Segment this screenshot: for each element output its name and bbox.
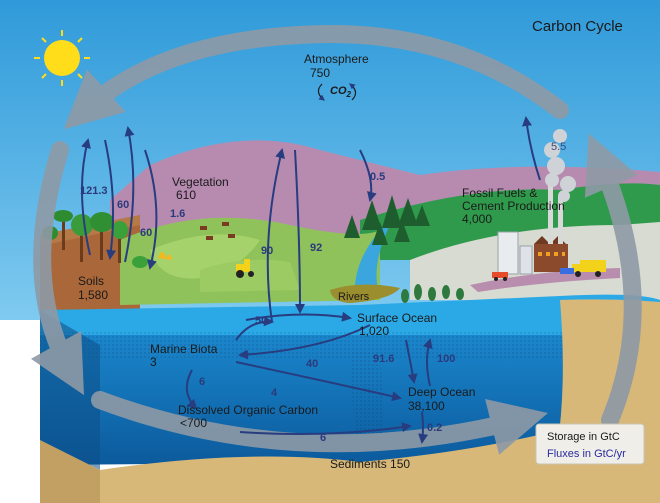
car-icon xyxy=(492,268,574,281)
sea-floor xyxy=(100,430,560,503)
arrow-91-6-down xyxy=(405,339,418,384)
arrow-50-right xyxy=(245,311,352,322)
fossil-label-line1: Fossil Fuels & xyxy=(462,186,537,200)
conifer-trees xyxy=(344,195,430,245)
flux-5-5: 5.5 xyxy=(551,141,566,153)
arrow-121-up xyxy=(80,138,91,256)
deep-ocean-label: Deep Ocean xyxy=(408,385,475,399)
legend-fluxes: Fluxes in GtC/yr xyxy=(547,448,626,460)
cycle-arrows xyxy=(30,24,642,455)
flux-100: 100 xyxy=(437,353,455,365)
arrow-40-left xyxy=(238,324,371,360)
atmosphere-label: Atmosphere xyxy=(304,52,369,66)
truck-icon xyxy=(572,260,606,277)
arrow-92-down xyxy=(294,149,305,314)
sun-icon xyxy=(34,30,90,86)
arrow-6-right xyxy=(239,422,412,435)
tractor-icon xyxy=(236,259,254,278)
marine-biota-label: Marine Biota xyxy=(150,342,218,356)
flux-60-b: 60 xyxy=(140,227,152,239)
factory-icon xyxy=(534,186,568,272)
sediment-plume xyxy=(350,350,385,450)
arrow-50-up xyxy=(235,316,274,341)
flux-0-2: 0.2 xyxy=(427,422,442,434)
flux-0-5: 0.5 xyxy=(370,171,385,183)
atmosphere-value: 750 xyxy=(310,66,330,80)
flux-90: 90 xyxy=(261,245,273,257)
arrow-0-5-down xyxy=(359,149,377,202)
arrow-100-up xyxy=(422,338,433,387)
flux-arrows xyxy=(80,116,541,444)
arrow-60-up xyxy=(124,126,135,263)
arrow-4-down xyxy=(235,361,402,402)
co2-label: CO2 xyxy=(317,83,357,101)
flux-4: 4 xyxy=(271,387,278,399)
arrow-1-6-down xyxy=(144,149,158,270)
cattle-icon xyxy=(200,222,235,240)
fossil-value: 4,000 xyxy=(462,212,492,226)
soils-value: 1,580 xyxy=(78,288,108,302)
flux-40: 40 xyxy=(306,358,318,370)
coast-right xyxy=(545,299,660,503)
flux-6-a: 6 xyxy=(199,376,205,388)
sediments-label: Sediments 150 xyxy=(330,457,410,471)
legend-storage: Storage in GtC xyxy=(547,431,620,443)
flux-6-b: 6 xyxy=(320,432,326,444)
smoke-icon xyxy=(544,129,576,202)
marine-biota-value: 3 xyxy=(150,355,157,369)
arrow-5-5-up xyxy=(522,116,541,181)
arrow-60-down xyxy=(104,139,117,260)
diagram-title: Carbon Cycle xyxy=(532,18,623,35)
doc-label: Dissolved Organic Carbon xyxy=(178,403,318,417)
ocean-mixed-layer xyxy=(40,330,660,360)
rivers-label: Rivers xyxy=(338,291,370,303)
svg-text:CO2: CO2 xyxy=(330,85,352,99)
arrow-6-curve xyxy=(185,369,198,410)
arrow-90-up xyxy=(266,148,285,323)
arrow-0-2-down xyxy=(418,411,429,444)
fire-icon xyxy=(158,252,172,260)
soils-label: Soils xyxy=(78,274,104,288)
vegetation-label: Vegetation xyxy=(172,175,229,189)
surface-ocean-label: Surface Ocean xyxy=(357,311,437,325)
flux-91-6: 91.6 xyxy=(373,353,394,365)
flux-50: 50 xyxy=(255,315,267,327)
shoreline-trees xyxy=(401,284,464,303)
city-buildings xyxy=(497,231,533,275)
flux-121-3: 121.3 xyxy=(80,185,108,197)
deep-ocean-value: 38,100 xyxy=(408,399,445,413)
flux-60-a: 60 xyxy=(117,199,129,211)
vegetation-value: 610 xyxy=(176,188,196,202)
doc-value: <700 xyxy=(180,416,207,430)
fossil-label-line2: Cement Production xyxy=(462,199,565,213)
legend: Storage in GtC Fluxes in GtC/yr xyxy=(535,423,645,465)
flux-92: 92 xyxy=(310,242,322,254)
flux-1-6: 1.6 xyxy=(170,208,185,220)
surface-ocean-value: 1,020 xyxy=(359,324,389,338)
